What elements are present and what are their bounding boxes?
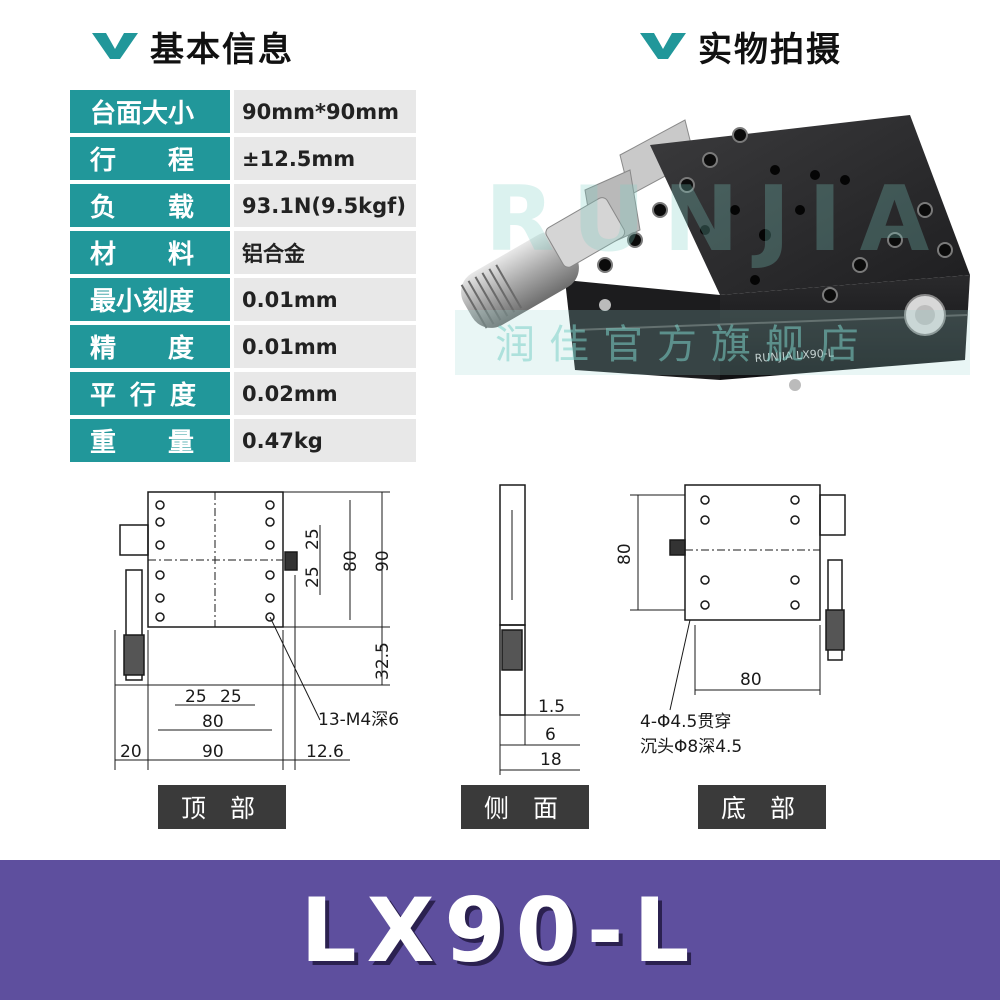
spec-label: 平行度 [90, 381, 211, 411]
top-view-drawing: 25 25 80 90 20 12.6 13-M4深6 25 25 80 90 … [110, 480, 430, 780]
spec-value: 93.1N(9.5kgf) [234, 184, 416, 227]
spec-label: 精 度 [70, 325, 230, 368]
chevron-v-icon [640, 33, 686, 59]
dim-80-v: 80 [341, 550, 361, 572]
dim-90-h: 90 [202, 742, 224, 762]
spec-value: 0.47kg [234, 419, 416, 462]
spec-label: 负 载 [70, 184, 230, 227]
spec-row-accuracy: 精 度 0.01mm [70, 325, 416, 368]
spec-label-spaced: 平行度 [70, 372, 230, 415]
spec-value: 90mm*90mm [234, 90, 416, 133]
spec-table: 台面大小 90mm*90mm 行 程 ±12.5mm 负 载 93.1N(9.5… [70, 90, 416, 466]
dim-18: 18 [540, 750, 562, 770]
model-name: LX90-L [300, 878, 700, 982]
dim-90-v: 90 [373, 550, 393, 572]
dim-6: 6 [545, 725, 556, 745]
bottom-view-svg: 80 80 4-Φ4.5贯穿 沉头Φ8深4.5 [615, 484, 846, 757]
dim-80-h: 80 [202, 712, 224, 732]
photo-title: 实物拍摄 [698, 29, 842, 70]
dim-20: 20 [120, 742, 142, 762]
spec-row-min-scale: 最小刻度 0.01mm [70, 278, 416, 321]
spec-row-material: 材 料 铝合金 [70, 231, 416, 274]
side-view-svg: 1.5 6 18 [499, 484, 580, 775]
dim-80-h: 80 [740, 670, 762, 690]
photo-heading: 实物拍摄 [640, 22, 842, 70]
spec-value: 0.01mm [234, 278, 416, 321]
stage-illustration: RUNJIA LX90-L RUNJIA 润佳官方旗舰店 [455, 115, 970, 391]
spec-row-travel: 行 程 ±12.5mm [70, 137, 416, 180]
spec-label: 最小刻度 [70, 278, 230, 321]
watermark-brand: RUNJIA [485, 167, 947, 272]
dim-1-5: 1.5 [538, 697, 565, 717]
side-view-drawing: 1.5 6 18 [490, 480, 590, 780]
spec-value: 0.02mm [234, 372, 416, 415]
dim-25-b: 25 [220, 687, 242, 707]
spec-row-table-size: 台面大小 90mm*90mm [70, 90, 416, 133]
hole-callout-1: 4-Φ4.5贯穿 [640, 712, 731, 732]
dim-12-6: 12.6 [306, 742, 344, 762]
product-photo: RUNJIA LX90-L RUNJIA 润佳官方旗舰店 [455, 100, 970, 470]
spec-row-weight: 重 量 0.47kg [70, 419, 416, 462]
dim-32-5: 32.5 [373, 642, 393, 680]
spec-row-load: 负 载 93.1N(9.5kgf) [70, 184, 416, 227]
spec-row-parallelism: 平行度 0.02mm [70, 372, 416, 415]
spec-label: 重 量 [70, 419, 230, 462]
chevron-v-icon [92, 33, 138, 59]
dim-25-v-b: 25 [303, 566, 323, 588]
side-view-label: 侧 面 [461, 785, 589, 829]
bottom-view-label: 底 部 [698, 785, 826, 829]
model-banner: LX90-L [0, 860, 1000, 1000]
engraving-text: RUNJIA LX90-L [754, 346, 835, 365]
dim-25-v-a: 25 [303, 528, 323, 550]
bottom-view-drawing: 80 80 4-Φ4.5贯穿 沉头Φ8深4.5 [610, 480, 870, 780]
hole-callout: 13-M4深6 [318, 710, 399, 730]
spec-label: 台面大小 [70, 90, 230, 133]
basic-info-heading: 基本信息 [92, 22, 294, 70]
basic-info-title: 基本信息 [150, 29, 294, 70]
top-view-label: 顶 部 [158, 785, 286, 829]
spec-label: 行 程 [70, 137, 230, 180]
dim-80-v: 80 [615, 543, 635, 565]
spec-value: ±12.5mm [234, 137, 416, 180]
hole-callout-2: 沉头Φ8深4.5 [640, 737, 742, 757]
watermark-store: 润佳官方旗舰店 [495, 322, 873, 368]
dim-25-a: 25 [185, 687, 207, 707]
top-view-svg: 25 25 80 90 20 12.6 13-M4深6 25 25 80 90 … [114, 491, 399, 770]
spec-label: 材 料 [70, 231, 230, 274]
spec-value: 0.01mm [234, 325, 416, 368]
spec-value: 铝合金 [234, 231, 416, 274]
